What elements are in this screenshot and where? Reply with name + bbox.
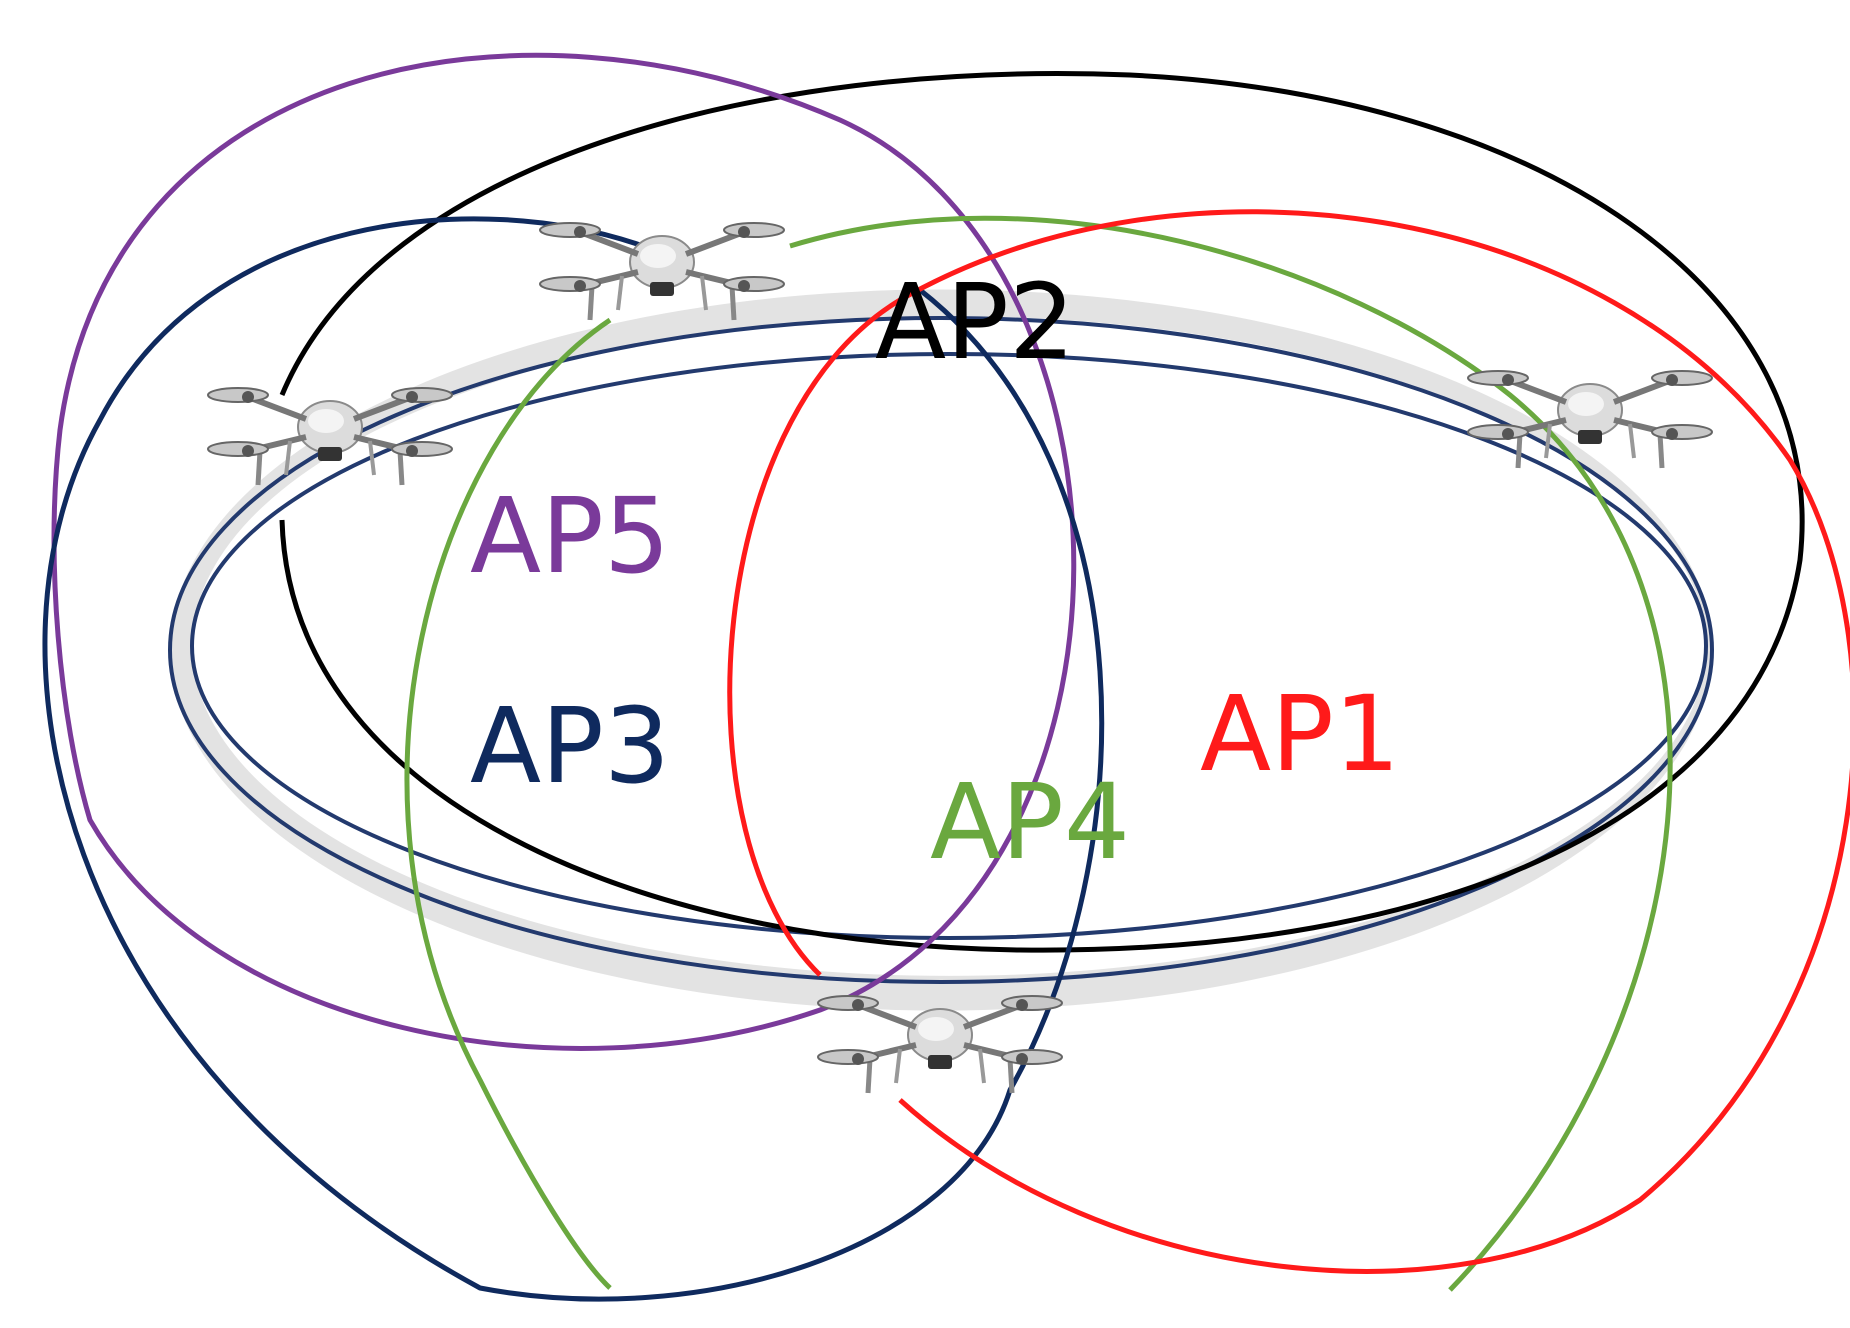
flight-track-outer-edge [168, 316, 1714, 984]
ap4-coverage-ellipse [404, 317, 612, 1290]
ap4-label: AP4 [930, 761, 1130, 883]
ap5-coverage-circle [51, 52, 1077, 1051]
ap3-label: AP3 [470, 685, 670, 807]
flight-track-inner-edge [190, 352, 1708, 940]
ap1-coverage-circle [727, 209, 1850, 1274]
drone-icon [208, 388, 452, 485]
ap3-coverage-ellipse [42, 216, 1105, 1302]
ap1-label: AP1 [1200, 673, 1400, 795]
ap2-coverage-ellipse [279, 71, 1805, 953]
ap5-label: AP5 [470, 475, 670, 597]
drone-left [208, 388, 452, 485]
drone-icon [818, 996, 1062, 1093]
ap2-label: AP2 [875, 261, 1075, 383]
flight-track [168, 289, 1714, 1011]
drone-bottom [818, 996, 1062, 1093]
